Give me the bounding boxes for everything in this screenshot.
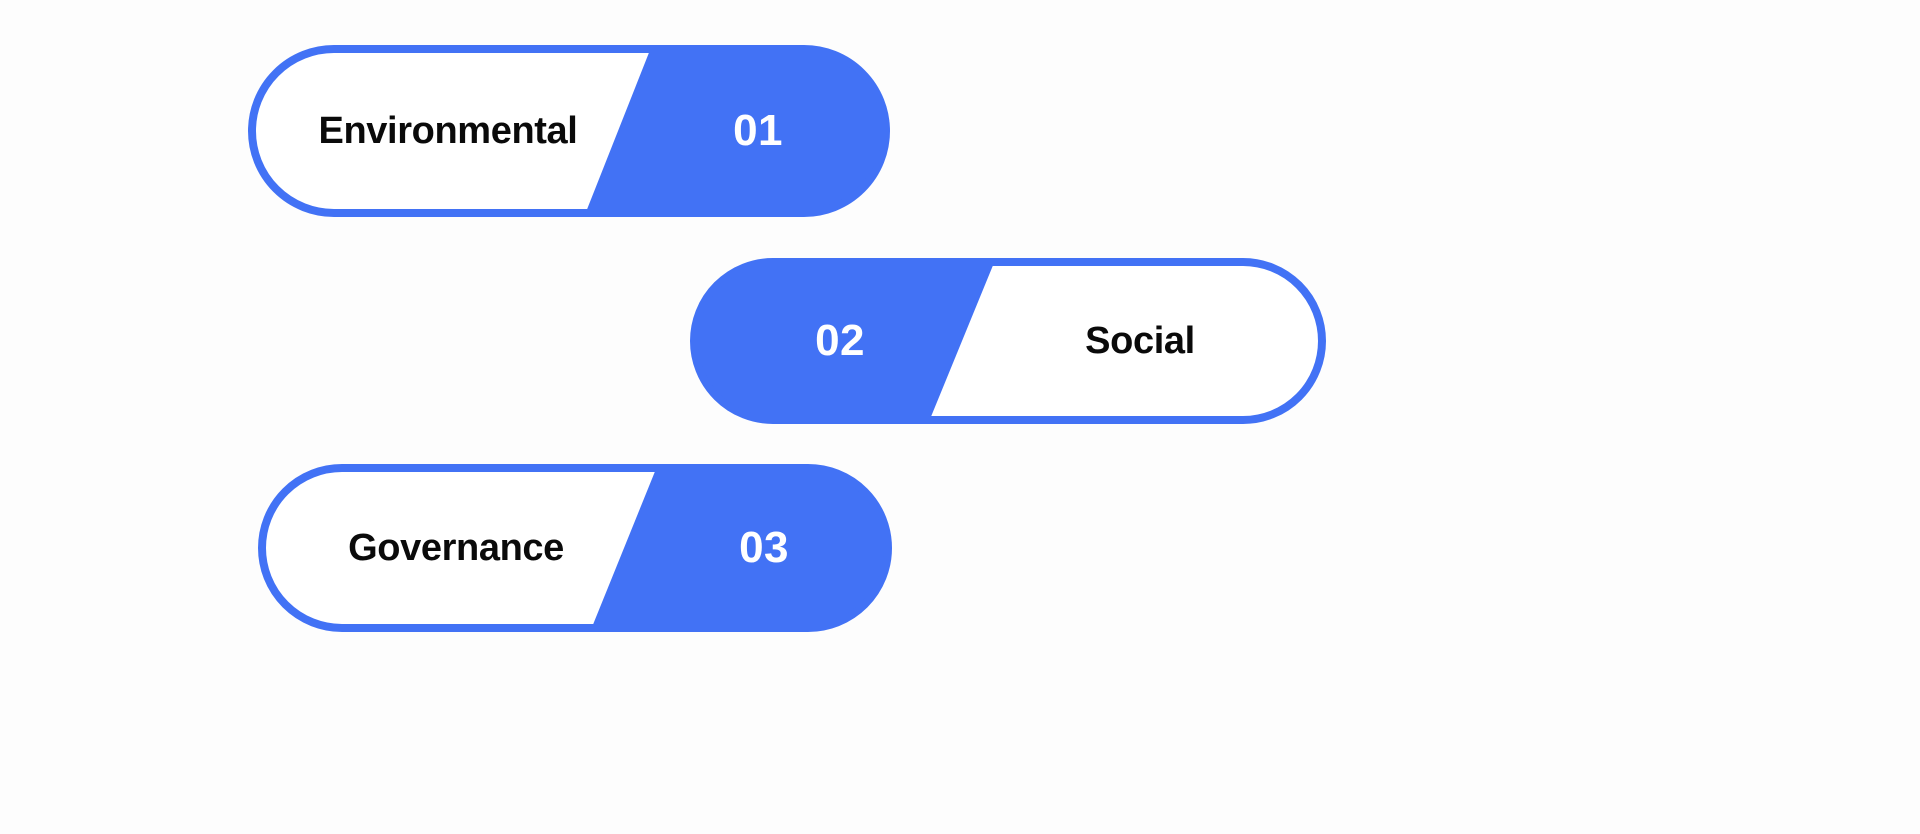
pill-shape-02	[690, 258, 1326, 424]
pill-outline-01	[248, 45, 890, 217]
pill-outline-02	[690, 258, 1326, 424]
pill-white-panel-03	[262, 468, 658, 628]
pill-item-01[interactable]: Environmental 01	[248, 45, 890, 217]
pill-shape-01	[248, 45, 890, 217]
pill-item-03[interactable]: Governance 03	[258, 464, 892, 632]
pill-outline-03	[258, 464, 892, 632]
pill-white-panel-01	[252, 49, 652, 213]
pill-white-panel-02	[928, 262, 1322, 420]
pill-shape-03	[258, 464, 892, 632]
pill-item-02[interactable]: 02 Social	[690, 258, 1326, 424]
